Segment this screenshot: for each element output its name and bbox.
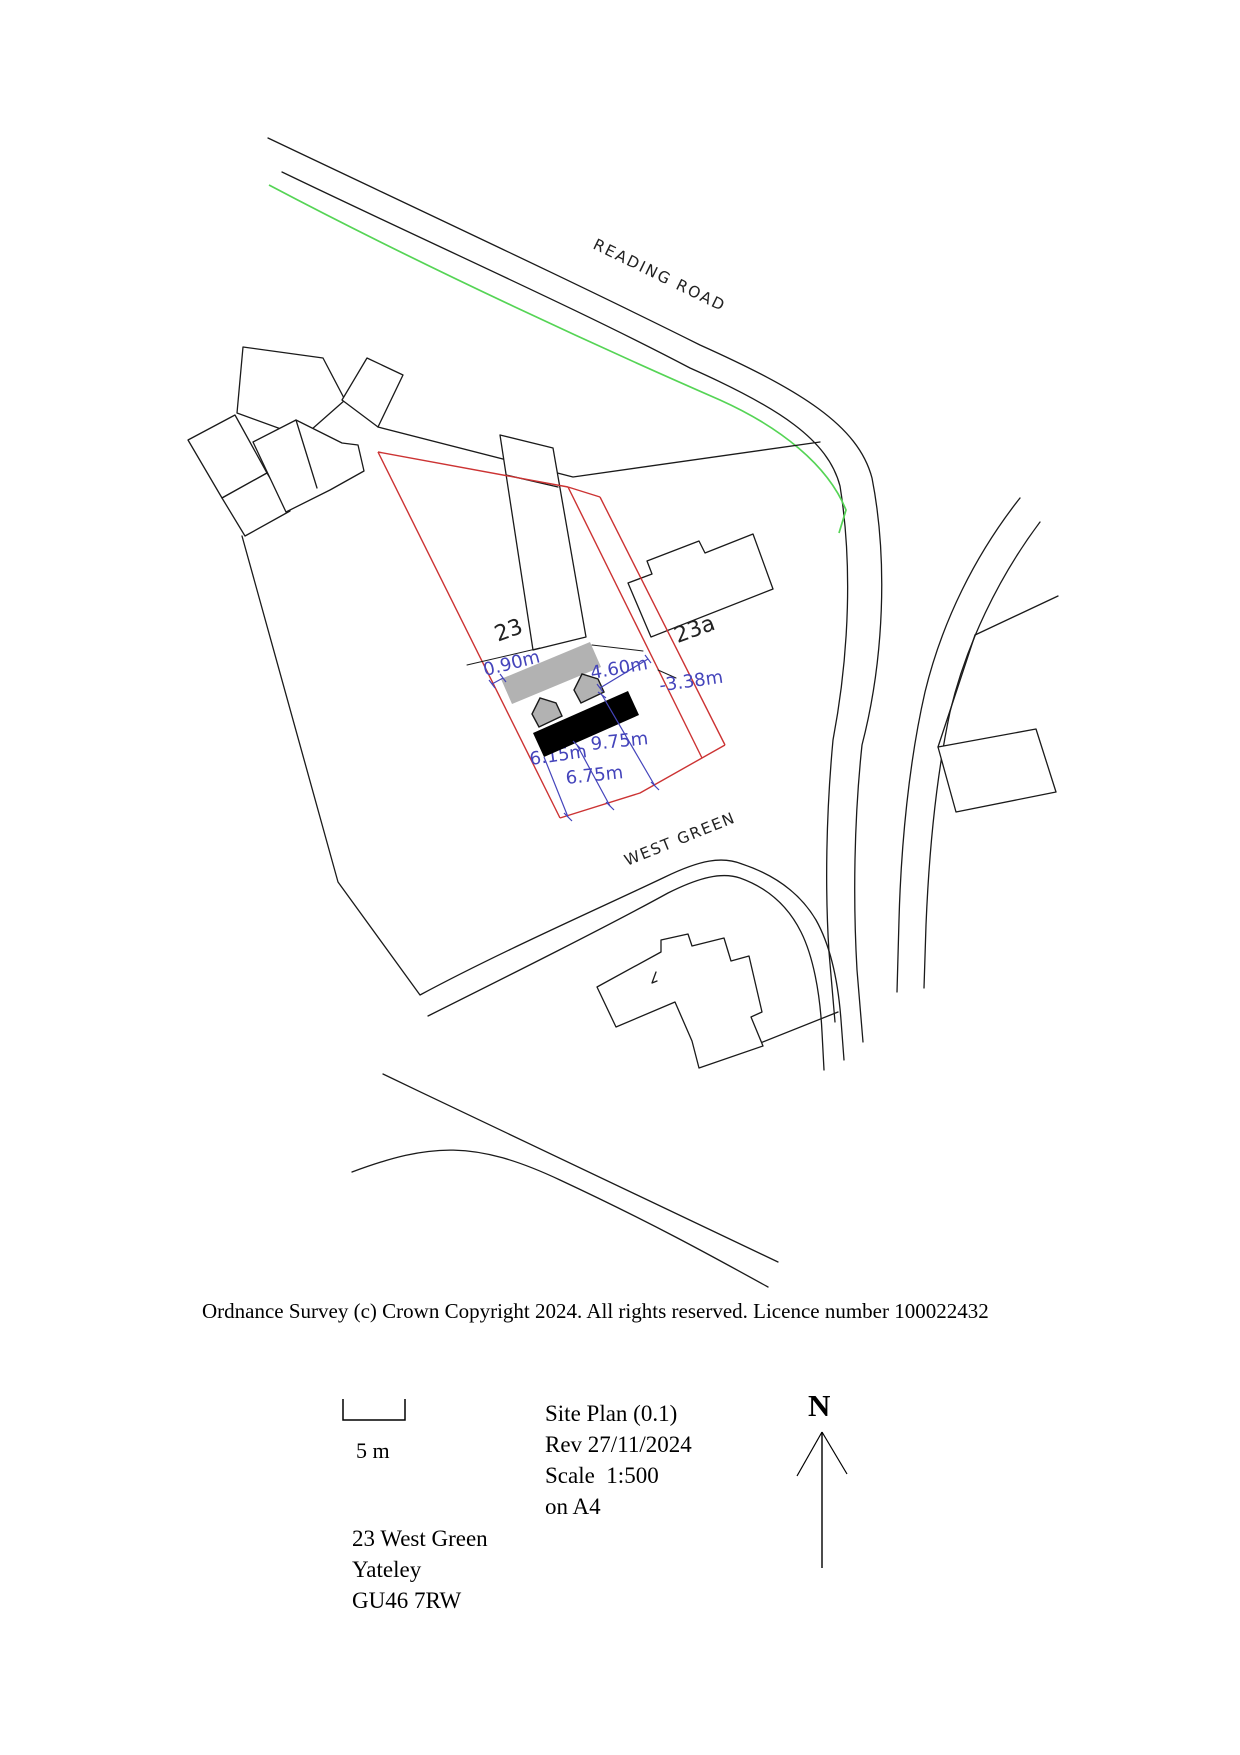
dimension-label-460: 4.60m — [589, 653, 649, 684]
building-south-house — [596, 933, 764, 1069]
scale-bar: 5 m — [342, 1399, 406, 1463]
west-green-road-lines — [241, 535, 845, 1071]
reading-road-label: READING ROAD — [590, 235, 729, 315]
leader-lines — [466, 644, 677, 679]
dimension-label-338: -3.38m — [658, 667, 724, 697]
plan-revision: Rev 27/11/2024 — [545, 1432, 692, 1457]
reading-road-lines — [267, 137, 883, 1043]
north-arrow-icon: N — [796, 1388, 848, 1568]
copyright-line: Ordnance Survey (c) Crown Copyright 2024… — [202, 1299, 989, 1323]
plan-scale: Scale 1:500 — [545, 1463, 659, 1488]
address-block: 23 West Green Yateley GU46 7RW — [352, 1526, 488, 1613]
building-plot23a-house — [627, 533, 774, 638]
address-line3: GU46 7RW — [352, 1588, 462, 1613]
building-cluster-northwest — [187, 346, 404, 537]
dimension-ticks — [488, 654, 660, 822]
track-lines — [351, 1011, 839, 1288]
plot-23-label: 23 — [491, 614, 526, 647]
north-label: N — [808, 1388, 830, 1423]
plan-info-block: Site Plan (0.1) Rev 27/11/2024 Scale 1:5… — [545, 1401, 692, 1519]
proposed-building-black — [533, 691, 639, 757]
house-marker-icons — [531, 673, 605, 728]
address-line2: Yateley — [352, 1557, 422, 1582]
dimension-lines — [491, 658, 656, 818]
address-line1: 23 West Green — [352, 1526, 488, 1551]
building-east-plot — [937, 728, 1057, 813]
plot-black-boundaries — [377, 426, 1059, 748]
site-boundary-red — [377, 451, 726, 819]
plan-title: Site Plan (0.1) — [545, 1401, 677, 1426]
plan-sheet: on A4 — [545, 1494, 601, 1519]
verge-green-line — [268, 184, 847, 534]
dimension-label-675: 6.75m — [565, 762, 625, 789]
scale-bar-label: 5 m — [356, 1438, 390, 1463]
existing-building-gray — [501, 642, 601, 704]
